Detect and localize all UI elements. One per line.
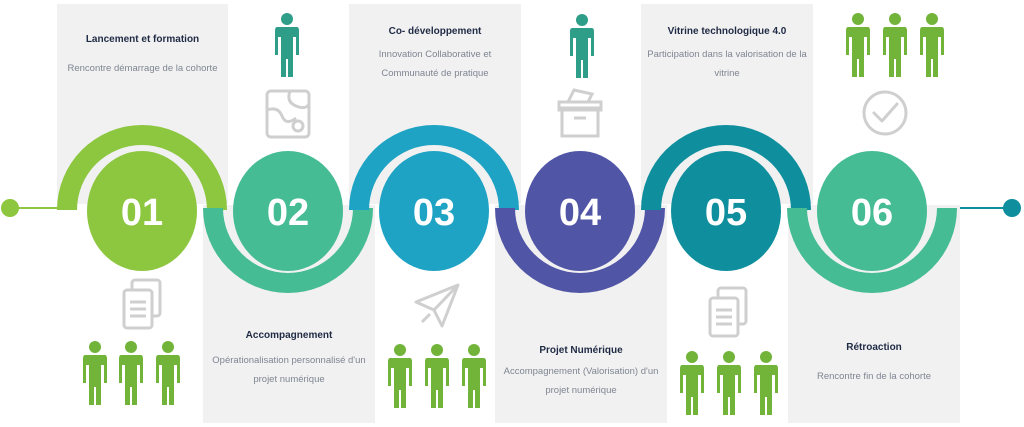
- documents-icon: [122, 278, 162, 330]
- checkmark-icon: [862, 90, 908, 136]
- step-number-02: 02: [267, 192, 309, 234]
- documents-icon: [708, 286, 748, 338]
- step-title: Vitrine technologique 4.0: [667, 26, 787, 37]
- start-dot: [1, 199, 19, 217]
- arc-step-01: [57, 125, 227, 210]
- arc-step-05: [641, 125, 811, 210]
- step-number-06: 06: [851, 192, 893, 234]
- step-04-text: Projet Numérique Accompagnement (Valoris…: [495, 344, 667, 400]
- step-desc-line: Participation dans la valorisation de la: [647, 49, 807, 60]
- step-title: Accompagnement: [245, 330, 333, 341]
- step-01-text: Lancement et formation Rencontre démarra…: [57, 33, 228, 78]
- end-dot: [1003, 199, 1021, 217]
- box-icon: [557, 88, 603, 138]
- step-number-05: 05: [705, 192, 747, 234]
- step-title: Projet Numérique: [539, 345, 623, 356]
- step-desc-line: Opérationalisation personnalisé d'un: [212, 355, 366, 366]
- arc-step-02: [203, 208, 373, 293]
- step-number-01: 01: [121, 192, 163, 234]
- step-desc-line: Communauté de pratique: [381, 68, 489, 79]
- circle-step-02: [233, 151, 343, 271]
- paper-plane-icon: [414, 283, 460, 328]
- step-05-text: Vitrine technologique 4.0 Participation …: [641, 25, 813, 83]
- circle-step-05: [671, 151, 781, 271]
- step-title: Rétroaction: [846, 342, 902, 353]
- step-number-03: 03: [413, 192, 455, 234]
- step-desc-line: Accompagnement (Valorisation) d'un: [503, 366, 659, 377]
- step-desc-line: Innovation Collaborative et: [378, 49, 492, 60]
- arc-step-04: [495, 208, 665, 293]
- step-desc-line: Rencontre fin de la cohorte: [816, 371, 932, 382]
- step-06-text: Rétroaction Rencontre fin de la cohorte: [788, 341, 960, 386]
- circle-step-03: [379, 151, 489, 271]
- step-desc-line: Rencontre démarrage de la cohorte: [67, 63, 218, 74]
- step-title: Co- développement: [388, 26, 482, 37]
- step-desc-line: projet numérique: [545, 385, 617, 396]
- circle-step-01: [87, 151, 197, 271]
- circle-step-04: [525, 151, 635, 271]
- arc-step-06: [787, 208, 957, 293]
- arc-step-03: [349, 125, 519, 210]
- step-desc-line: projet numérique: [253, 374, 325, 385]
- step-title: Lancement et formation: [85, 34, 200, 45]
- circle-step-06: [817, 151, 927, 271]
- step-desc-line: vitrine: [714, 68, 740, 79]
- step-02-text: Accompagnement Opérationalisation person…: [203, 329, 375, 389]
- step-03-text: Co- développement Innovation Collaborati…: [349, 25, 521, 83]
- step-number-04: 04: [559, 192, 601, 234]
- map-icon: [265, 89, 311, 139]
